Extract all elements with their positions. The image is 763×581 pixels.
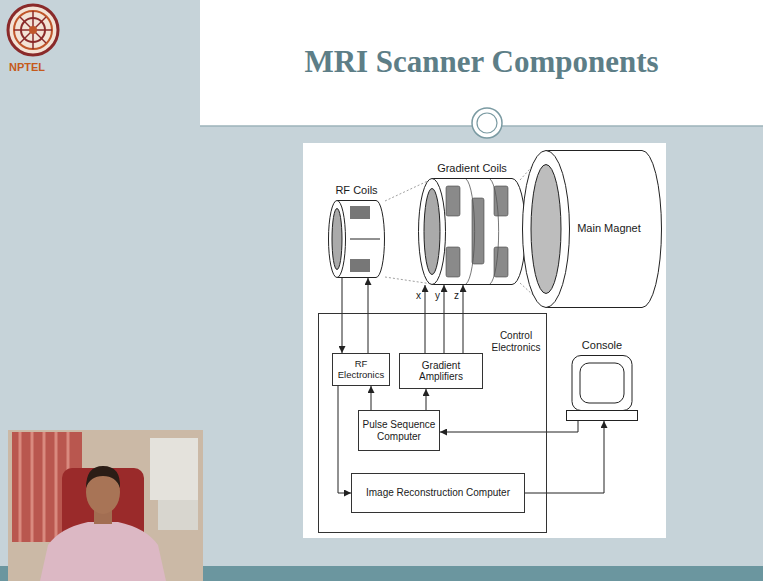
- signal-arrow: [338, 386, 351, 493]
- signal-arrow: [342, 278, 343, 353]
- signal-arrow: [368, 278, 369, 353]
- nptel-logo: [8, 5, 58, 55]
- node-label: Control Electronics: [487, 330, 545, 353]
- signal-arrow: [463, 285, 464, 353]
- axis-label: z: [453, 290, 460, 302]
- node-label: Gradient Amplifiers: [403, 360, 479, 383]
- control-electronics-box: Control Electronics RF Electronics Gradien…: [318, 313, 547, 533]
- reconstruction-box: Image Reconstruction Computer: [351, 473, 525, 513]
- rf-coil: RF Coils: [328, 200, 385, 278]
- signal-arrow: [440, 421, 578, 432]
- node-label: Image Reconstruction Computer: [366, 487, 510, 499]
- gradient-amplifier-box: Gradient Amplifiers: [399, 353, 483, 389]
- rf-electronics-box: RF Electronics: [332, 353, 390, 386]
- node-label: RF Coils: [335, 184, 377, 197]
- node-label: Console: [582, 339, 622, 352]
- node-label: RF Electronics: [336, 359, 386, 381]
- axis-label: x: [415, 290, 422, 302]
- node-label: Pulse Sequence Computer: [362, 419, 436, 442]
- signal-arrow: [425, 285, 426, 353]
- main-magnet: Main Magnet: [522, 150, 662, 308]
- signal-arrow: [426, 389, 427, 410]
- signal-arrow: [444, 285, 445, 353]
- presenter-video: [8, 430, 203, 581]
- node-label: Gradient Coils: [437, 162, 507, 175]
- slide-title: MRI Scanner Components: [200, 44, 763, 80]
- signal-arrow: [525, 421, 604, 493]
- node-label: Main Magnet: [564, 222, 654, 235]
- signal-arrow: [371, 386, 372, 410]
- pulse-sequence-box: Pulse Sequence Computer: [358, 410, 440, 451]
- gradient-coil: Gradient Coils: [418, 178, 526, 285]
- axis-label: y: [434, 290, 441, 302]
- logo-label: NPTEL: [9, 61, 45, 73]
- console-monitor: Console: [566, 355, 638, 421]
